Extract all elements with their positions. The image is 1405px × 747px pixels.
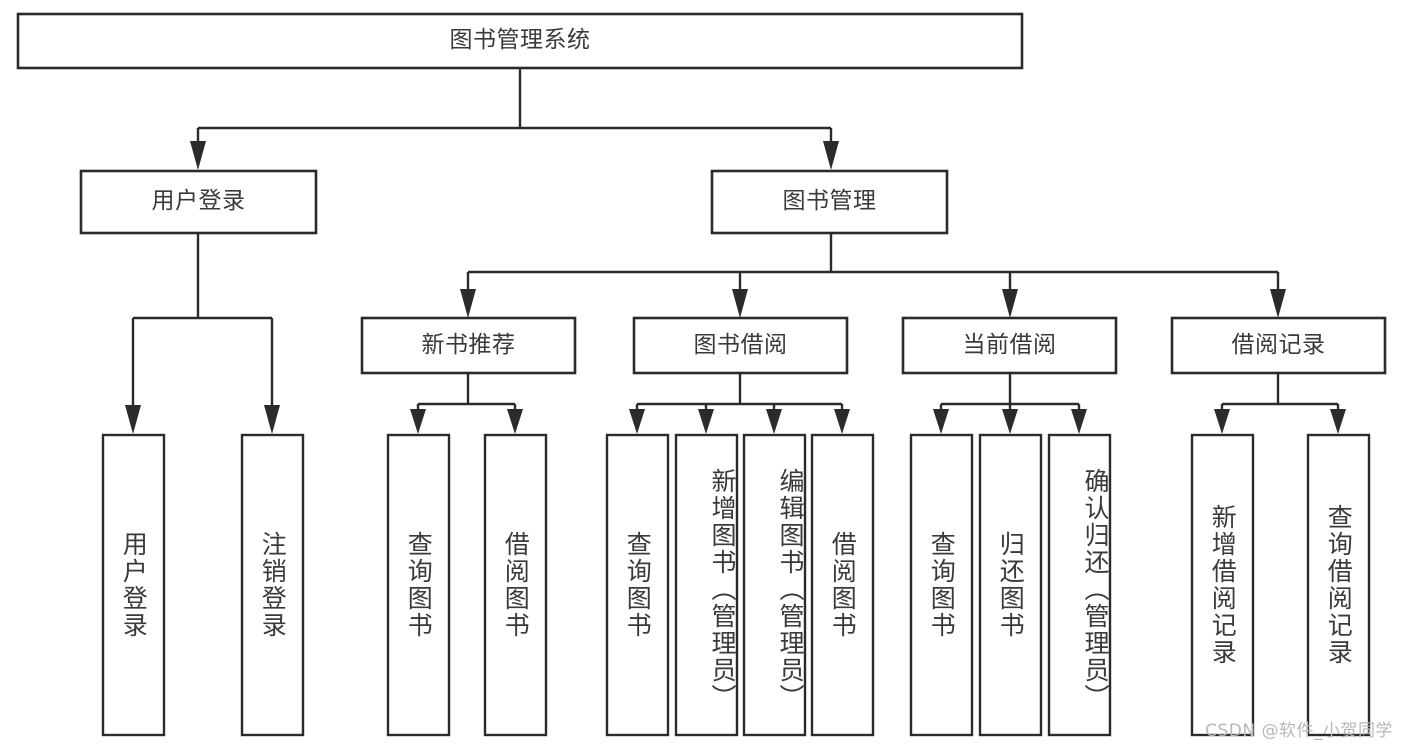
node-box-leaf-confirm-return[interactable] [1047, 433, 1112, 737]
arrow-head-leaf-return-book [1002, 409, 1018, 434]
node-box-user-login[interactable] [79, 169, 318, 235]
arrow-head-book-manage [823, 141, 839, 170]
node-box-leaf-user-login[interactable] [101, 433, 166, 737]
node-box-current-borrow[interactable] [901, 316, 1118, 375]
arrow-head-user-login [190, 141, 206, 170]
arrow-head-leaf-borrow-book-2 [834, 409, 850, 434]
node-box-leaf-logout[interactable] [240, 433, 305, 737]
node-box-leaf-add-book[interactable] [674, 433, 739, 737]
arrow-head-leaf-query-book-3 [933, 409, 949, 434]
node-box-leaf-borrow-book-2[interactable] [810, 433, 875, 737]
arrow-head-leaf-edit-book [766, 409, 782, 434]
node-box-book-borrow[interactable] [632, 316, 849, 375]
arrow-head-leaf-add-book [698, 409, 714, 434]
arrow-head-leaf-add-record [1214, 409, 1230, 434]
arrow-head-new-book [460, 289, 476, 318]
watermark-text: CSDN @软件_小贺同学 [1205, 721, 1393, 741]
arrow-head-leaf-query-record [1330, 409, 1346, 434]
node-box-leaf-return-book[interactable] [978, 433, 1043, 737]
arrow-head-borrow-record [1270, 289, 1286, 318]
node-box-leaf-borrow-book-1[interactable] [483, 433, 548, 737]
arrow-head-leaf-borrow-book-1 [507, 409, 523, 434]
arrow-head-leaf-user-login [125, 405, 141, 434]
arrow-head-leaf-logout [264, 405, 280, 434]
node-box-leaf-query-book-3[interactable] [909, 433, 974, 737]
node-box-borrow-record[interactable] [1170, 316, 1387, 375]
node-box-leaf-edit-book[interactable] [742, 433, 807, 737]
arrow-head-leaf-query-book-1 [410, 409, 426, 434]
node-box-book-manage[interactable] [710, 169, 949, 235]
node-box-leaf-query-book-2[interactable] [605, 433, 670, 737]
node-box-new-book[interactable] [360, 316, 577, 375]
arrow-head-leaf-query-book-2 [629, 409, 645, 434]
node-box-root[interactable] [16, 12, 1024, 70]
arrow-head-current-borrow [1002, 289, 1018, 318]
arrow-head-book-borrow [732, 289, 748, 318]
node-box-leaf-query-book-1[interactable] [386, 433, 451, 737]
arrow-head-leaf-confirm-return [1071, 409, 1087, 434]
node-box-leaf-add-record[interactable] [1190, 433, 1255, 737]
node-box-leaf-query-record[interactable] [1306, 433, 1371, 737]
